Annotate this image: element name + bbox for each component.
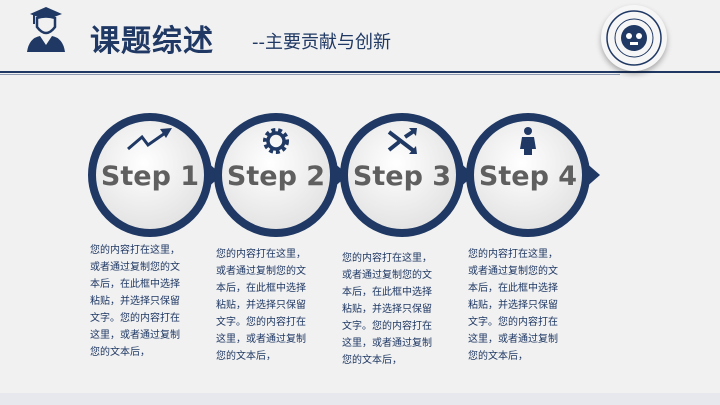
person-icon [520,127,536,155]
description-line: 文字。您的内容打在 [342,321,432,332]
description-line: 您的文本后， [342,355,402,366]
description-line: 粘贴，并选择只保留 [216,300,306,311]
description-line: 您的内容打在这里， [90,245,180,256]
step-label: Step 2 [226,161,326,192]
header-divider [0,71,720,73]
shuffle-icon [387,128,417,154]
description-line: 您的内容打在这里， [216,249,306,260]
description-line: 本后，在此框中选择 [468,283,558,294]
gear-icon [263,128,289,154]
description-line: 本后，在此框中选择 [216,283,306,294]
step-1: Step 1 [88,113,222,237]
description-line: 或者通过复制您的文 [216,266,306,277]
description-line: 您的内容打在这里， [468,249,558,260]
description-line: 粘贴，并选择只保留 [468,300,558,311]
step-description: 您的内容打在这里， 或者通过复制您的文本后，在此框中选择粘贴，并选择只保留文字。您… [216,246,326,365]
description-line: 本后，在此框中选择 [90,279,180,290]
description-line: 文字。您的内容打在 [468,317,558,328]
step-2: Step 2 [214,113,348,237]
description-line: 文字。您的内容打在 [90,313,180,324]
graduate-user-icon [27,7,65,52]
description-line: 您的文本后， [216,351,276,362]
step-3: Step 3 [340,113,474,237]
description-line: 粘贴，并选择只保留 [342,304,432,315]
step-description: 您的内容打在这里， 或者通过复制您的文本后，在此框中选择粘贴，并选择只保留文字。您… [342,250,452,369]
step-description: 您的内容打在这里， 或者通过复制您的文本后，在此框中选择粘贴，并选择只保留文字。您… [90,242,200,361]
description-line: 您的文本后， [468,351,528,362]
step-description: 您的内容打在这里， 或者通过复制您的文本后，在此框中选择粘贴，并选择只保留文字。您… [468,246,578,365]
step-4: Step 4 [466,113,600,237]
description-line: 或者通过复制您的文 [342,270,432,281]
description-line: 这里，或者通过复制 [216,334,306,345]
description-line: 或者通过复制您的文 [90,262,180,273]
trend-arrow-icon [127,128,172,151]
description-line: 粘贴，并选择只保留 [90,296,180,307]
description-line: 这里，或者通过复制 [90,330,180,341]
step-label: Step 4 [478,161,578,192]
step-label: Step 3 [352,161,452,192]
university-seal-logo [601,5,667,71]
page-title: 课题综述 [90,24,214,59]
description-line: 本后，在此框中选择 [342,287,432,298]
description-line: 您的文本后， [90,347,150,358]
footer-bar [0,393,720,405]
header-divider-thin [0,74,620,75]
description-line: 这里，或者通过复制 [342,338,432,349]
arrow-pointer-icon [584,161,600,189]
description-line: 或者通过复制您的文 [468,266,558,277]
description-line: 这里，或者通过复制 [468,334,558,345]
step-label: Step 1 [100,161,200,192]
description-line: 您的内容打在这里， [342,253,432,264]
description-line: 文字。您的内容打在 [216,317,306,328]
page-subtitle: --主要贡献与创新 [252,32,391,53]
